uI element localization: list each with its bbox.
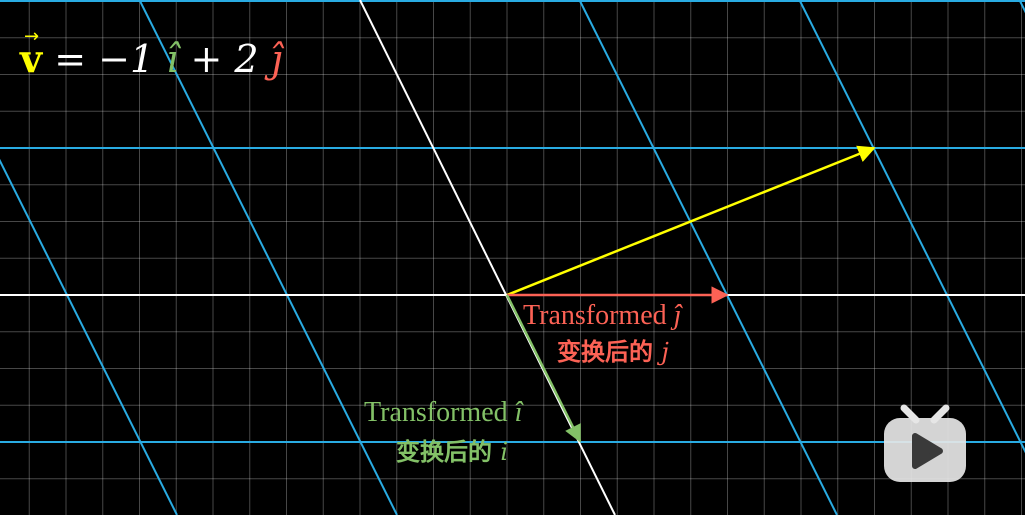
transformed-grid-line — [0, 158, 178, 515]
vector-equation: v = −1 î + 2 ĵ — [19, 36, 285, 81]
transformed-i-label-symbol: î — [515, 397, 525, 428]
transformed-j-label-symbol: ĵ — [671, 300, 684, 331]
transformed-j-label-text: Transformed — [523, 300, 674, 331]
vector-v-arrow-accent: → — [24, 26, 39, 47]
transformed-grid-line — [578, 0, 838, 515]
transformed-i-label-cn: 变换后的 i — [396, 438, 508, 466]
transformed-i-label-cn-text: 变换后的 — [396, 438, 500, 466]
j-hat-symbol: ĵ — [264, 37, 285, 81]
transformed-i-hat-arrow — [505, 294, 582, 443]
i-hat-symbol: î — [166, 37, 181, 81]
bilibili-tv-icon — [884, 404, 966, 482]
vector-v-symbol: v — [19, 36, 44, 81]
transformed-i-label-text: Transformed — [364, 397, 515, 428]
transformed-grid-line — [138, 0, 398, 515]
transformed-i-label-cn-symbol: i — [500, 438, 508, 466]
equation-coefficient-i: = −1 — [54, 37, 154, 81]
transformed-j-label-cn: 变换后的 j — [557, 338, 669, 366]
transformed-i-label: Transformed î — [364, 397, 525, 428]
transformed-j-label: Transformed ĵ — [523, 300, 684, 331]
transformed-grid-line — [798, 0, 1025, 454]
transformed-j-label-cn-text: 变换后的 — [557, 338, 661, 366]
vector-v-arrow — [506, 145, 876, 297]
equation-coefficient-j: + 2 — [190, 37, 258, 81]
